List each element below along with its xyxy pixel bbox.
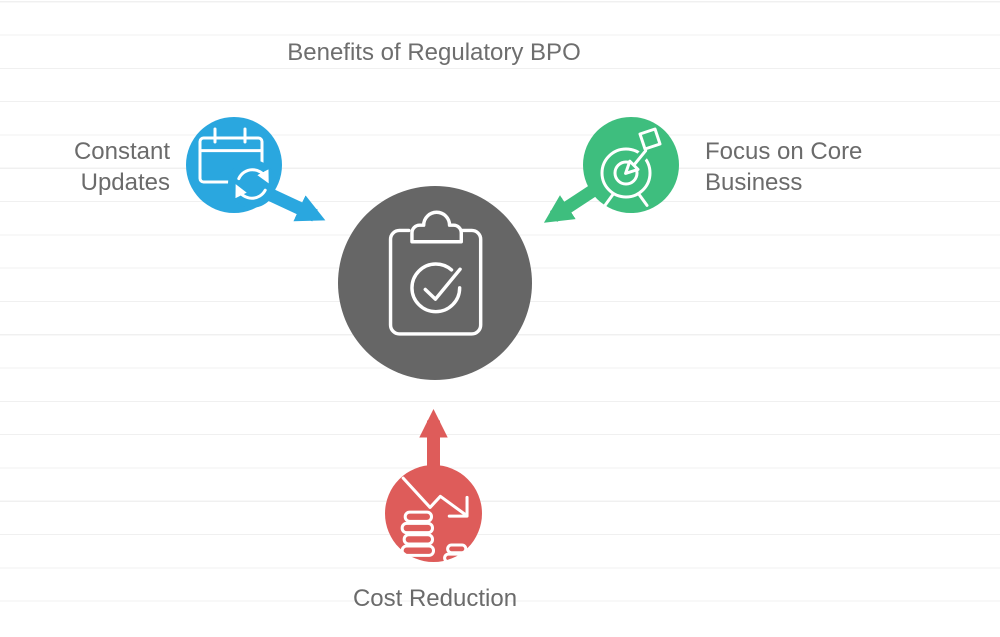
- coin: [402, 533, 435, 546]
- sync-arc-top: [237, 168, 269, 184]
- check-circle: [410, 262, 462, 314]
- clipboard-board: [388, 228, 483, 336]
- sync-backdrop: [228, 159, 276, 208]
- label-line: Business: [705, 169, 803, 196]
- target-arrow-icon: [600, 127, 662, 207]
- dart-fletching: [638, 127, 662, 151]
- decline-arrowhead: [447, 495, 469, 518]
- calendar-sync-icon: [198, 127, 276, 208]
- cost-decrease-icon: [400, 476, 475, 562]
- node-label-constant-updates: Constant Updates: [74, 136, 170, 198]
- coin: [443, 552, 475, 562]
- decline-line: [401, 476, 466, 516]
- target-leg-left: [603, 192, 615, 207]
- coin: [403, 510, 433, 523]
- clipboard-check-icon: [388, 210, 483, 336]
- target-outer-ring: [600, 147, 652, 199]
- label-line: Updates: [80, 169, 170, 196]
- target-inner-ring: [613, 160, 639, 186]
- label-line: Focus on Core: [705, 138, 863, 165]
- label-line: Constant: [73, 138, 170, 165]
- target-leg-right: [637, 192, 649, 207]
- coin: [400, 521, 435, 535]
- node-label-cost-reduction: Cost Reduction: [285, 583, 585, 614]
- node-circle-constant-updates: [186, 117, 282, 213]
- check-mark: [423, 267, 462, 301]
- clipboard-clip: [410, 210, 463, 244]
- coin: [446, 543, 468, 555]
- label-line: Cost Reduction: [352, 585, 518, 612]
- dart-shaft: [632, 149, 648, 167]
- cost-decrease-icon-strokes: [400, 476, 475, 562]
- coin: [400, 544, 436, 557]
- center-node-circle: [338, 186, 532, 380]
- calendar-sync-icon-strokes: [198, 127, 276, 208]
- node-label-focus-on-core-business: Focus on Core Business: [705, 136, 862, 198]
- sync-arc-bottom: [235, 184, 267, 200]
- diagram-title: Benefits of Regulatory BPO: [287, 39, 581, 66]
- dart-tip: [624, 159, 640, 175]
- target-arrow-icon-strokes: [600, 127, 662, 207]
- node-circle-cost-reduction: [385, 465, 482, 562]
- node-circle-focus-on-core-business: [583, 117, 679, 213]
- clipboard-check-icon-strokes: [388, 210, 483, 336]
